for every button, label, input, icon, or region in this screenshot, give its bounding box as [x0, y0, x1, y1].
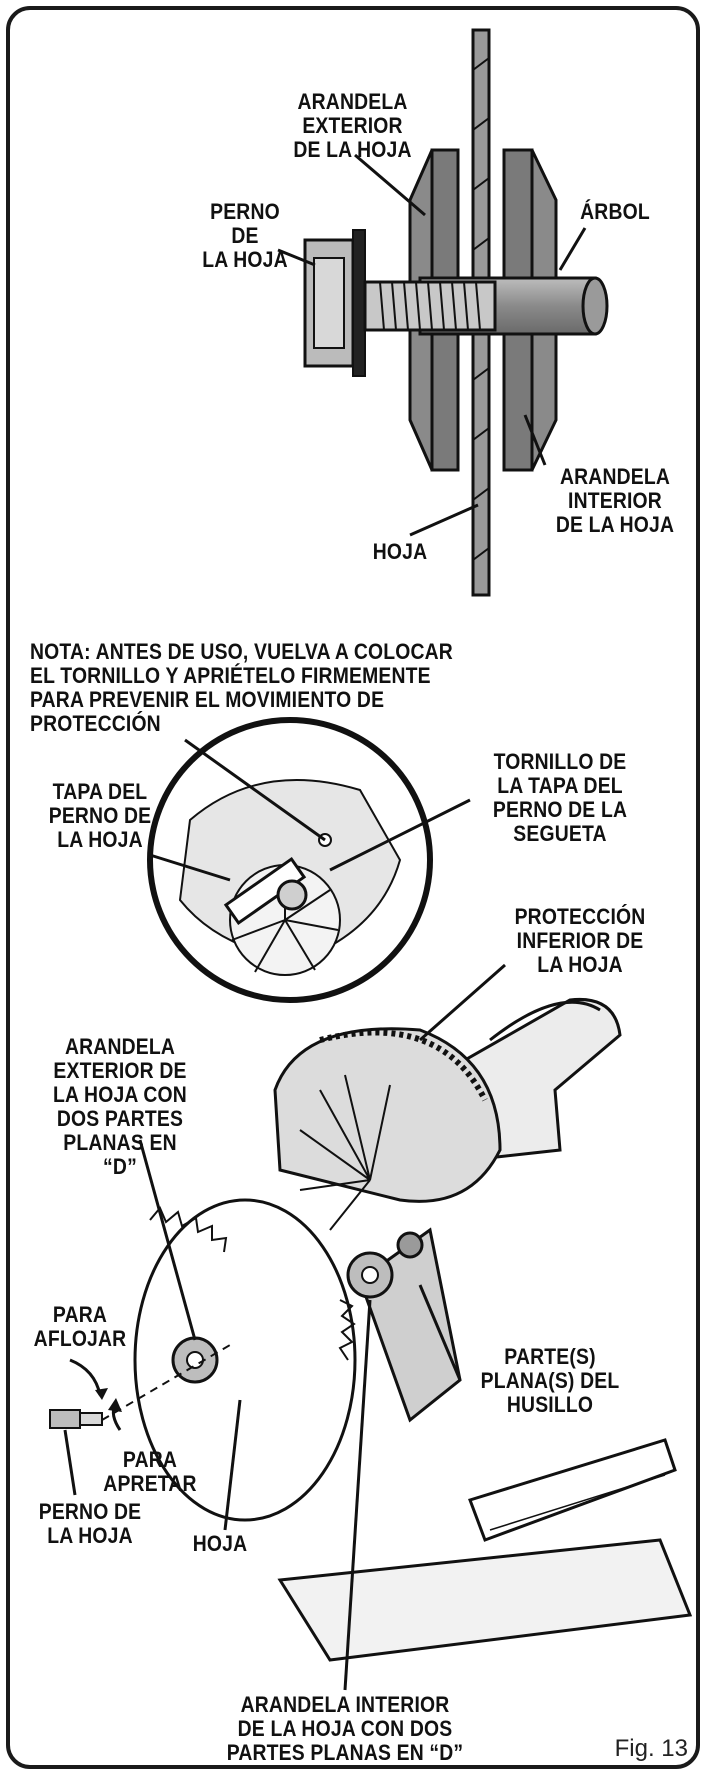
bolt-shape — [303, 229, 497, 377]
label-arandela-exterior: ARANDELA EXTERIOR DE LA HOJA — [293, 89, 412, 162]
label-arandela-interior: ARANDELA INTERIOR DE LA HOJA — [555, 464, 675, 537]
figure-frame — [6, 6, 700, 1769]
label-nota: NOTA: ANTES DE USO, VUELVA A COLOCAR EL … — [30, 639, 453, 736]
inset-detail — [147, 717, 433, 1003]
label-hoja-top: HOJA — [372, 539, 428, 564]
label-proteccion-inferior: PROTECCIÓN INFERIOR DE LA HOJA — [514, 904, 646, 977]
label-tornillo-tapa: TORNILLO DE LA TAPA DEL PERNO DE LA SEGU… — [492, 749, 628, 846]
exploded-view — [303, 28, 609, 597]
miter-saw — [49, 997, 693, 1662]
figure-caption: Fig. 13 — [614, 1735, 688, 1762]
label-arbol: ÁRBOL — [580, 199, 650, 224]
label-perno-bottom: PERNO DE LA HOJA — [38, 1499, 142, 1548]
label-hoja-bottom: HOJA — [192, 1531, 248, 1556]
label-para-aflojar: PARA AFLOJAR — [33, 1302, 127, 1351]
leader-lines — [63, 153, 587, 1691]
label-partes-planas: PARTE(S) PLANA(S) DEL HUSILLO — [480, 1344, 620, 1417]
label-arandela-exterior-d: ARANDELA EXTERIOR DE LA HOJA CON DOS PAR… — [53, 1034, 187, 1179]
label-tapa-perno: TAPA DEL PERNO DE LA HOJA — [48, 779, 152, 852]
label-para-apretar: PARA APRETAR — [103, 1447, 197, 1496]
label-perno-top: PERNO DE LA HOJA — [202, 199, 288, 272]
label-arandela-interior-d: ARANDELA INTERIOR DE LA HOJA CON DOS PAR… — [226, 1692, 464, 1765]
